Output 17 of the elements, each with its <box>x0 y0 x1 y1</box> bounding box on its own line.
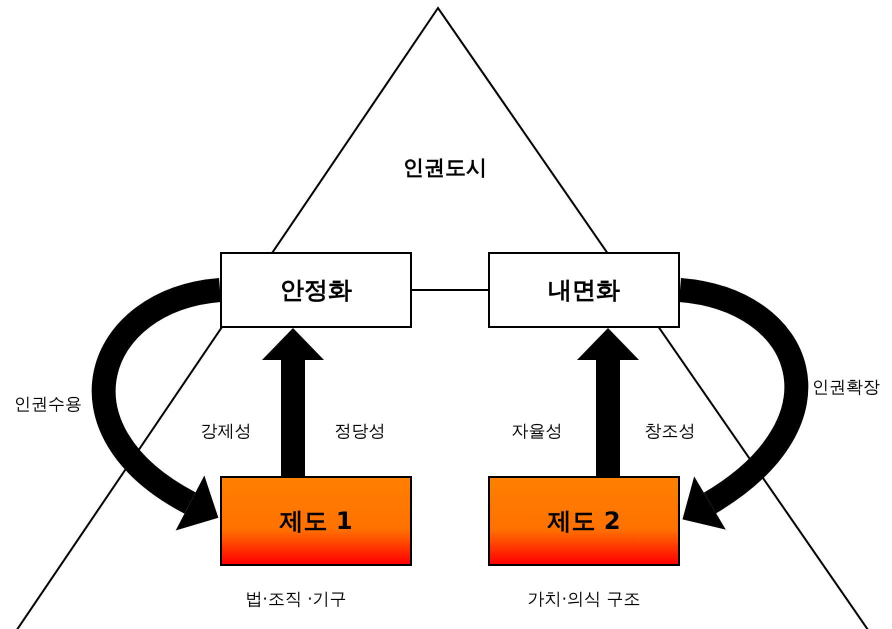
process-box: 내면화 <box>488 252 680 328</box>
process-box: 안정화 <box>220 252 412 328</box>
title-label: 인권도시 <box>403 156 487 180</box>
institution-box: 제도 2 <box>488 476 680 566</box>
box-caption: 가치·의식 구조 <box>528 590 640 610</box>
property-label: 강제성 <box>200 422 252 442</box>
connector-line <box>412 289 488 291</box>
arrow <box>678 278 808 529</box>
arrow <box>262 328 324 476</box>
arrow <box>577 328 639 476</box>
edge-label: 인권수용 <box>14 396 82 414</box>
institution-box: 제도 1 <box>220 476 412 566</box>
property-label: 자율성 <box>512 422 562 442</box>
box-caption: 법·조직 ·기구 <box>245 590 347 610</box>
property-label: 창조성 <box>644 422 696 442</box>
edge-label: 인권확장 <box>812 378 880 398</box>
property-label: 정당성 <box>334 422 386 442</box>
